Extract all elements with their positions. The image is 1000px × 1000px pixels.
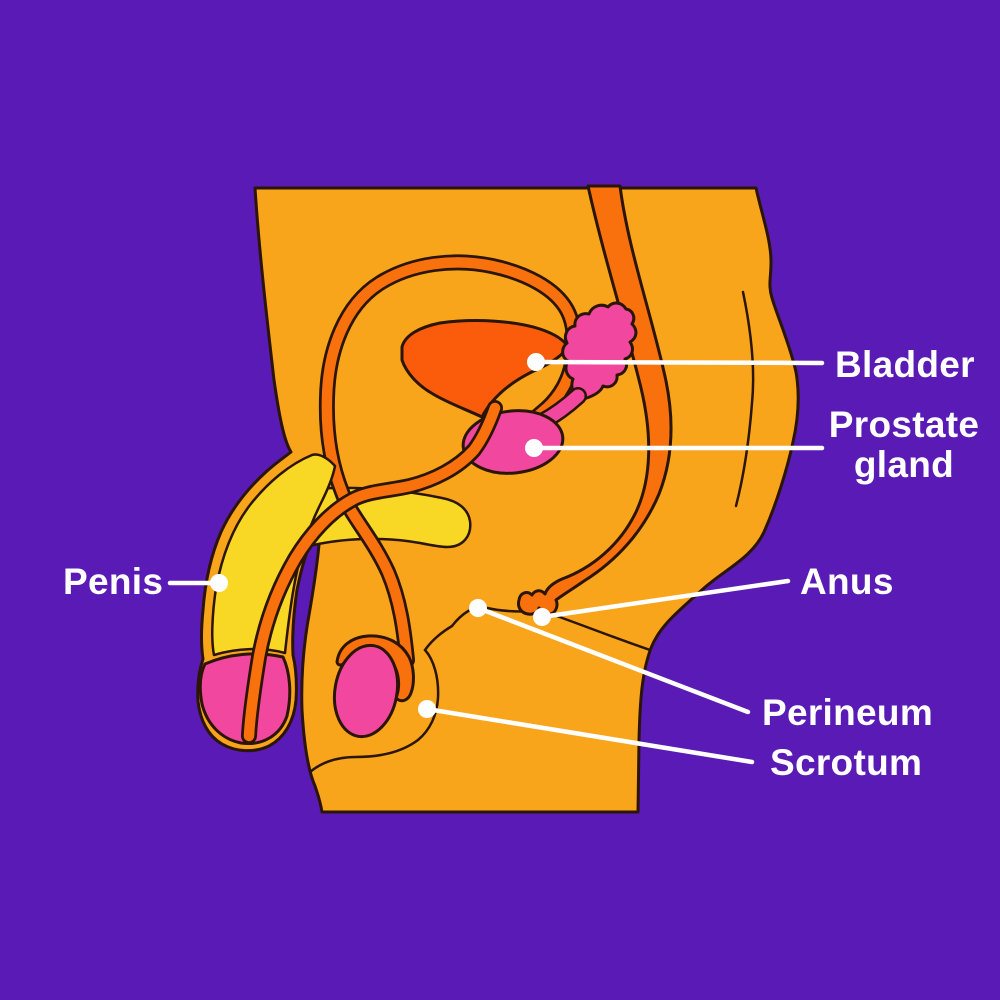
perineum-label: Perineum: [762, 692, 933, 733]
prostate-dot: [525, 439, 543, 457]
anus-dot: [533, 608, 551, 626]
urethra: [243, 402, 501, 742]
bladder-label: Bladder: [835, 344, 975, 385]
seminal-vesicle: [561, 301, 638, 402]
thigh-line: [552, 613, 652, 652]
rectum: [517, 184, 673, 616]
prostate-label-line1: Prostate: [829, 404, 979, 445]
testicle: [332, 643, 400, 739]
scrotum-outline: [308, 624, 454, 774]
penis-dot: [210, 574, 228, 592]
penis-label: Penis: [63, 561, 163, 602]
prostate-label-line2: gland: [854, 444, 954, 485]
scrotum-dot: [418, 700, 436, 718]
penis-shaft: [211, 453, 337, 657]
perineum-leader-line: [475, 605, 751, 715]
perineum-dot: [469, 599, 487, 617]
anus-leader-line: [539, 578, 791, 620]
anus-label: Anus: [800, 561, 894, 602]
bladder-leader-line: [533, 359, 825, 366]
bladder-dot: [527, 353, 545, 371]
buttock-crease-line: [734, 290, 755, 508]
scrotum-leader-line: [424, 706, 755, 765]
scrotum-label: Scrotum: [770, 742, 922, 783]
